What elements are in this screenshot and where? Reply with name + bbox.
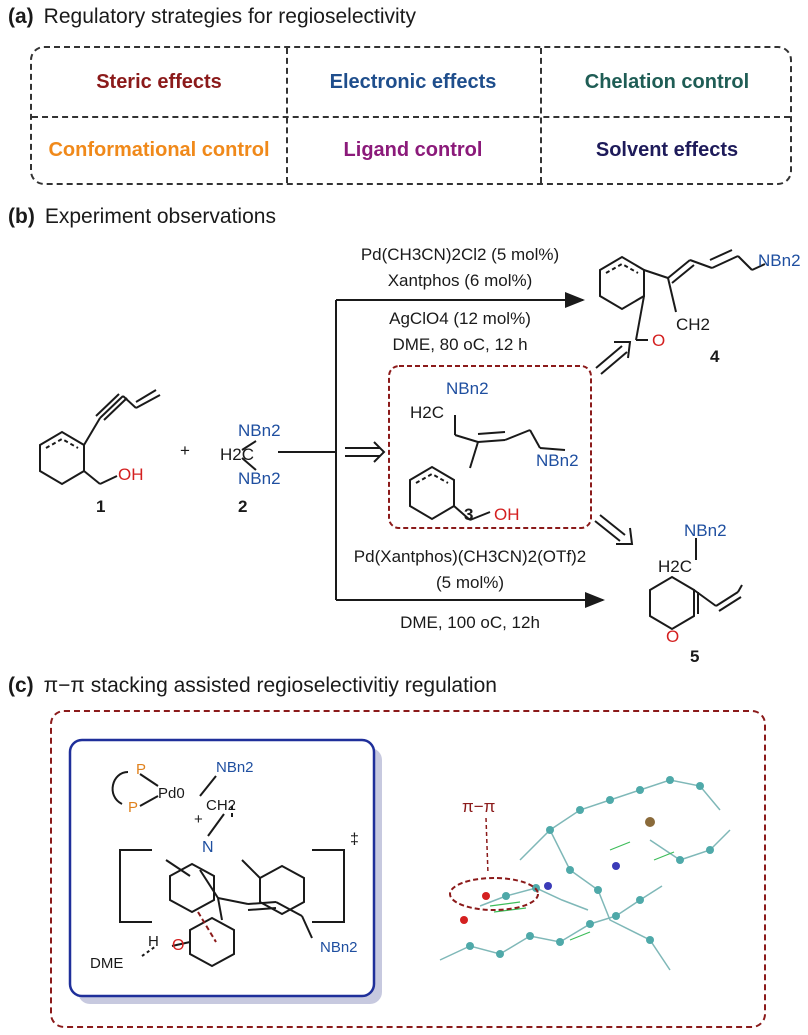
- panel-b-letter: (b): [8, 205, 35, 228]
- product-4-ch2: CH2: [676, 315, 710, 334]
- compound-1-structure: [39, 389, 161, 486]
- reaction-scheme: Pd(CH3CN)2Cl2 (5 mol%) Xantphos (6 mol%)…: [39, 245, 801, 666]
- panel-b-title-text: Experiment observations: [44, 205, 276, 228]
- intermediate-3-oh: OH: [494, 505, 520, 524]
- ts-oxygen: O: [172, 937, 184, 954]
- panel-c-title-text: π−π stacking assisted regioselectivitiy …: [43, 674, 497, 697]
- panel-a-title: (a) Regulatory strategies for regioselect…: [8, 5, 416, 29]
- strategy-ligand-control: Ligand control: [343, 138, 483, 161]
- intermediate-3-h2c: H2C: [410, 403, 444, 422]
- strategy-grid: Steric effects Electronic effects Chelat…: [30, 46, 792, 185]
- ts-palladium: Pd0: [158, 785, 185, 802]
- compound-2-nbn2-top: NBn2: [238, 421, 281, 440]
- compound-2-number: 2: [238, 497, 247, 516]
- ts-double-dagger: ‡: [350, 831, 359, 848]
- intermediate-3-structure: [409, 415, 566, 521]
- compound-2-structure: [241, 440, 257, 471]
- lower-condition-catalyst: Pd(Xantphos)(CH3CN)2(OTf)2: [354, 547, 586, 566]
- dft-structure-model: [439, 776, 731, 971]
- ts-phosphorus-bottom: P: [128, 799, 138, 816]
- product-5-structure: [649, 538, 743, 631]
- upper-condition-solvent: DME, 80 oC, 12 h: [392, 335, 527, 354]
- strategy-steric-effects: Steric effects: [96, 70, 222, 93]
- ts-ch2: CH2: [206, 797, 236, 814]
- compound-2-nbn2-bottom: NBn2: [238, 469, 281, 488]
- panel-a-title-text: Regulatory strategies for regioselectivi…: [43, 5, 417, 28]
- product-4-structure: [599, 249, 766, 341]
- strategy-solvent-effects: Solvent effects: [595, 138, 739, 161]
- ts-hydrogen: H: [148, 933, 159, 950]
- upper-condition-additive: AgClO4 (12 mol%): [389, 309, 531, 328]
- intermediate-3-nbn2-right: NBn2: [536, 451, 579, 470]
- panel-c-title: (c) π−π stacking assisted regioselectivit…: [8, 674, 497, 698]
- compound-1-number: 1: [96, 497, 105, 516]
- upper-condition-ligand: Xantphos (6 mol%): [388, 271, 533, 290]
- pi-pi-label: π−π: [462, 797, 495, 816]
- compound-1-oh: OH: [118, 465, 144, 484]
- ts-plus: +: [194, 811, 203, 828]
- ts-phosphorus-top: P: [136, 761, 146, 778]
- product-4-nbn2: NBn2: [758, 251, 801, 270]
- product-5-nbn2: NBn2: [684, 521, 727, 540]
- compound-2-h2c: H2C: [220, 445, 254, 464]
- strategy-chelation-control: Chelation control: [584, 70, 750, 93]
- panel-a-letter: (a): [8, 5, 34, 28]
- pi-stacking-box: [50, 710, 766, 1028]
- lower-condition-solvent: DME, 100 oC, 12h: [400, 613, 540, 632]
- product-4-oxygen: O: [652, 331, 665, 350]
- intermediate-3-nbn2-top: NBn2: [446, 379, 489, 398]
- compound-3-number: 3: [464, 505, 473, 524]
- ts-nbn2-top: NBn2: [216, 759, 254, 776]
- strategy-electronic-effects: Electronic effects: [329, 70, 497, 93]
- transition-state-figure: P P Pd0 NBn2 + CH2 N ‡ H O DME NBn2: [68, 738, 731, 1004]
- product-5-oxygen: O: [666, 627, 679, 646]
- compound-4-number: 4: [710, 347, 720, 366]
- compound-5-number: 5: [690, 647, 699, 666]
- plus-sign: +: [180, 441, 190, 460]
- panel-c-letter: (c): [8, 674, 34, 697]
- ts-nbn2-bottom: NBn2: [320, 939, 358, 956]
- ts-dme: DME: [90, 955, 123, 972]
- ts-nitrogen: N: [202, 839, 214, 856]
- strategy-conformational-control: Conformational control: [48, 138, 270, 161]
- product-5-h2c: H2C: [658, 557, 692, 576]
- lower-condition-loading: (5 mol%): [436, 573, 504, 592]
- upper-condition-catalyst: Pd(CH3CN)2Cl2 (5 mol%): [361, 245, 559, 264]
- panel-b-title: (b) Experiment observations: [8, 205, 276, 229]
